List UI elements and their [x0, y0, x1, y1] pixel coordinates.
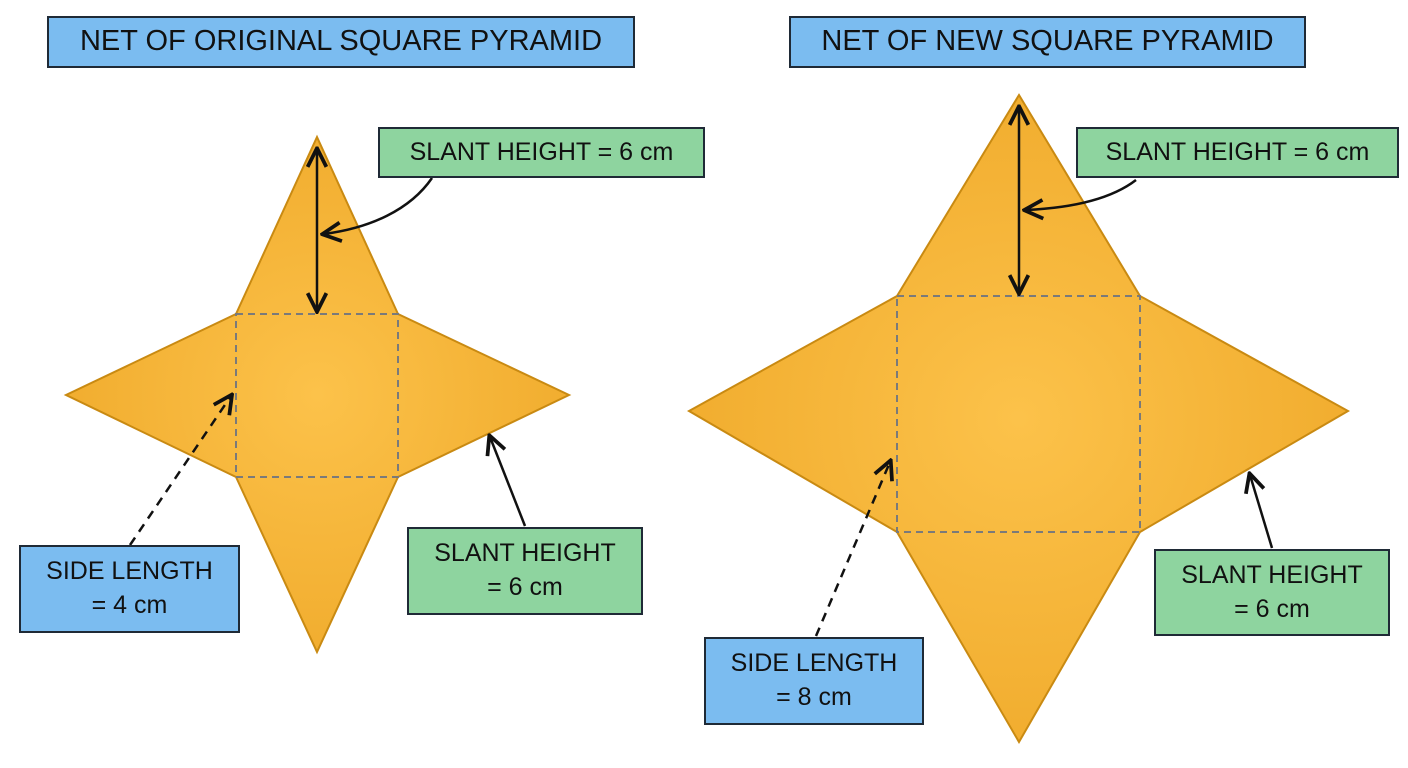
- original-net-title-text: NET OF ORIGINAL SQUARE PYRAMID: [79, 25, 603, 58]
- original-slant-right-label: SLANT HEIGHT = 6 cm: [407, 527, 643, 615]
- original-side-length-label: SIDE LENGTH = 4 cm: [19, 545, 240, 633]
- original-side-length-line1: SIDE LENGTH: [46, 557, 213, 586]
- new-slant-top-label: SLANT HEIGHT = 6 cm: [1076, 127, 1399, 178]
- new-slant-right-line2: = 6 cm: [1234, 594, 1310, 623]
- original-pyramid-net: [63, 134, 572, 655]
- new-net-title: NET OF NEW SQUARE PYRAMID: [789, 16, 1306, 68]
- original-slant-top-pointer: [324, 177, 434, 234]
- original-slant-right-line2: = 6 cm: [487, 573, 563, 601]
- new-net-title-text: NET OF NEW SQUARE PYRAMID: [821, 25, 1274, 58]
- new-slant-right-label: SLANT HEIGHT = 6 cm: [1154, 549, 1390, 636]
- original-net-outline: [63, 134, 572, 655]
- new-slant-top-pointer: [1026, 179, 1137, 210]
- original-side-length-line2: = 4 cm: [91, 591, 168, 619]
- new-slant-top-text: SLANT HEIGHT = 6 cm: [1105, 137, 1370, 166]
- new-side-length-line1: SIDE LENGTH: [730, 649, 898, 678]
- original-side-length-pointer: [128, 396, 231, 546]
- new-side-length-label: SIDE LENGTH = 8 cm: [704, 637, 924, 725]
- original-slant-right-pointer: [490, 437, 527, 527]
- original-slant-top-text: SLANT HEIGHT = 6 cm: [409, 137, 674, 166]
- new-base-square: [896, 295, 1141, 533]
- new-net-outline: [686, 93, 1351, 744]
- new-side-length-line2: = 8 cm: [776, 683, 852, 711]
- new-slant-right-pointer: [1250, 475, 1274, 549]
- original-slant-right-line1: SLANT HEIGHT: [434, 539, 616, 568]
- original-net-title: NET OF ORIGINAL SQUARE PYRAMID: [47, 16, 635, 68]
- new-slant-right-line1: SLANT HEIGHT: [1181, 560, 1363, 589]
- original-base-square: [235, 313, 399, 478]
- new-pyramid-net: [686, 93, 1351, 744]
- original-slant-top-label: SLANT HEIGHT = 6 cm: [378, 127, 705, 178]
